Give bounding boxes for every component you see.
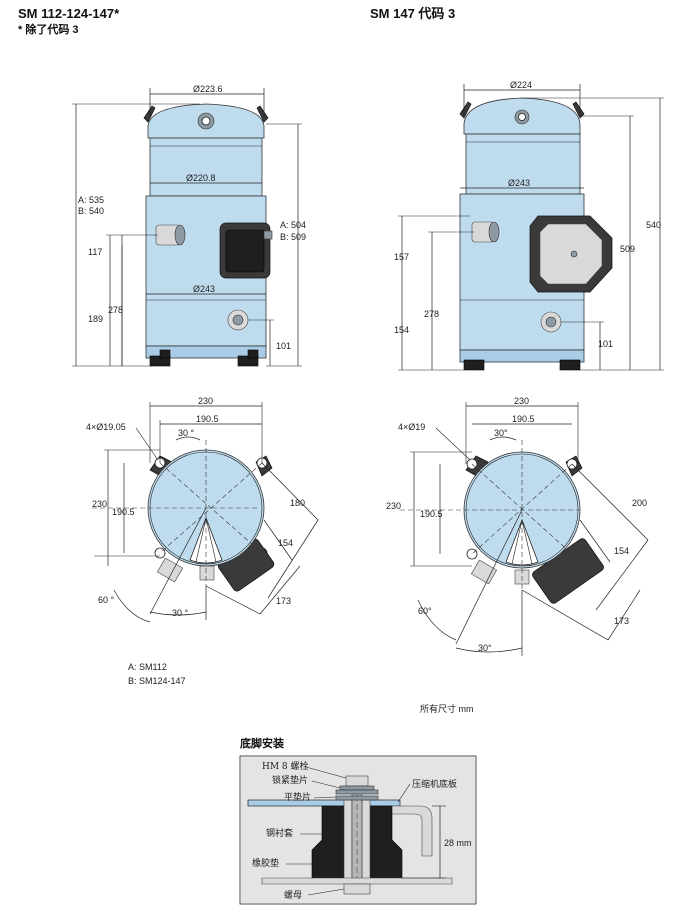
left-footnote: * 除了代码 3	[18, 22, 79, 36]
right-plan-200: 200	[632, 498, 647, 508]
left-plan-holes: 4×Ø19.05	[86, 422, 126, 432]
left-side-view: Ø223.6 Ø220.8 Ø243 A: 535 B: 540 A: 504 …	[72, 84, 306, 367]
right-dim-509: 509	[620, 244, 635, 254]
left-plan-230-top: 230	[198, 396, 213, 406]
units-note: 所有尺寸 mm	[420, 703, 474, 714]
right-plan-view: 230 190.5 30° 4×Ø19 230 190.5 200 154 17…	[386, 396, 649, 714]
right-side-view: Ø224 Ø243 540 509 157 278 154 101	[394, 80, 664, 371]
left-top-dia: Ø223.6	[193, 84, 223, 94]
callout-nut: 螺母	[284, 890, 302, 901]
callout-rubber-grommet: 橡胶垫	[252, 857, 279, 869]
left-dim-278: 278	[108, 305, 123, 315]
left-plan-1905-left: 190.5	[112, 507, 135, 517]
right-plan-holes: 4×Ø19	[398, 422, 425, 432]
mounting-title: 底脚安装	[240, 736, 284, 750]
right-dim-540: 540	[646, 220, 661, 230]
right-dim-157: 157	[394, 252, 409, 262]
right-plan-60: 60°	[418, 606, 432, 616]
right-plan-30-top: 30°	[494, 428, 508, 438]
right-plan-230-left: 230	[386, 501, 401, 511]
right-plan-154: 154	[614, 546, 629, 556]
right-dim-278: 278	[424, 309, 439, 319]
left-height-a: A: 535	[78, 195, 104, 205]
left-plan-60: 60 °	[98, 595, 115, 605]
left-plan-1905-top: 190.5	[196, 414, 219, 424]
callout-steel-sleeve: 钢衬套	[266, 827, 293, 839]
legend-a: A: SM112	[128, 662, 167, 672]
right-base-dia: Ø243	[508, 178, 530, 188]
left-plan-180: 180	[290, 498, 305, 508]
right-dim-154: 154	[394, 325, 409, 335]
right-plan-173: 173	[614, 616, 629, 626]
callout-bolt: HM 8 螺栓	[262, 760, 309, 772]
left-plan-230-left: 230	[92, 499, 107, 509]
left-plan-30-bottom: 30 °	[172, 608, 189, 618]
right-dim-101: 101	[598, 339, 613, 349]
left-plan-30-top: 30 °	[178, 428, 195, 438]
left-dim-117: 117	[88, 247, 102, 257]
right-plan-230-top: 230	[514, 396, 529, 406]
left-dim-189: 189	[88, 314, 103, 324]
left-height-b: B: 540	[78, 206, 104, 216]
left-right-height-b: B: 509	[280, 232, 306, 242]
right-plan-1905-top: 190.5	[512, 414, 535, 424]
mounting-dim-28: 28 mm	[444, 838, 472, 848]
left-shell-dia: Ø220.8	[186, 173, 216, 183]
right-top-dia: Ø224	[510, 80, 532, 90]
legend-b: B: SM124-147	[128, 676, 186, 686]
right-title: SM 147 代码 3	[370, 6, 455, 21]
left-plan-view: 230 190.5 30 ° 4×Ø19.05 230 190.5 180 15…	[86, 396, 319, 686]
right-plan-30-bottom: 30°	[478, 643, 492, 653]
callout-flat-washer: 平垫片	[284, 791, 311, 803]
callout-lock-washer: 锁紧垫片	[272, 774, 308, 786]
mounting-detail: 底脚安装 28 mm HM 8 螺栓 锁紧垫片 平垫片	[239, 736, 477, 905]
callout-base-plate: 压缩机底板	[412, 778, 457, 790]
left-title: SM 112-124-147*	[18, 6, 120, 21]
left-plan-154: 154	[278, 538, 293, 548]
left-plan-173: 173	[276, 596, 291, 606]
left-right-height-a: A: 504	[280, 220, 306, 230]
right-plan-1905-left: 190.5	[420, 509, 443, 519]
left-dim-101: 101	[276, 341, 291, 351]
left-base-dia: Ø243	[193, 284, 215, 294]
